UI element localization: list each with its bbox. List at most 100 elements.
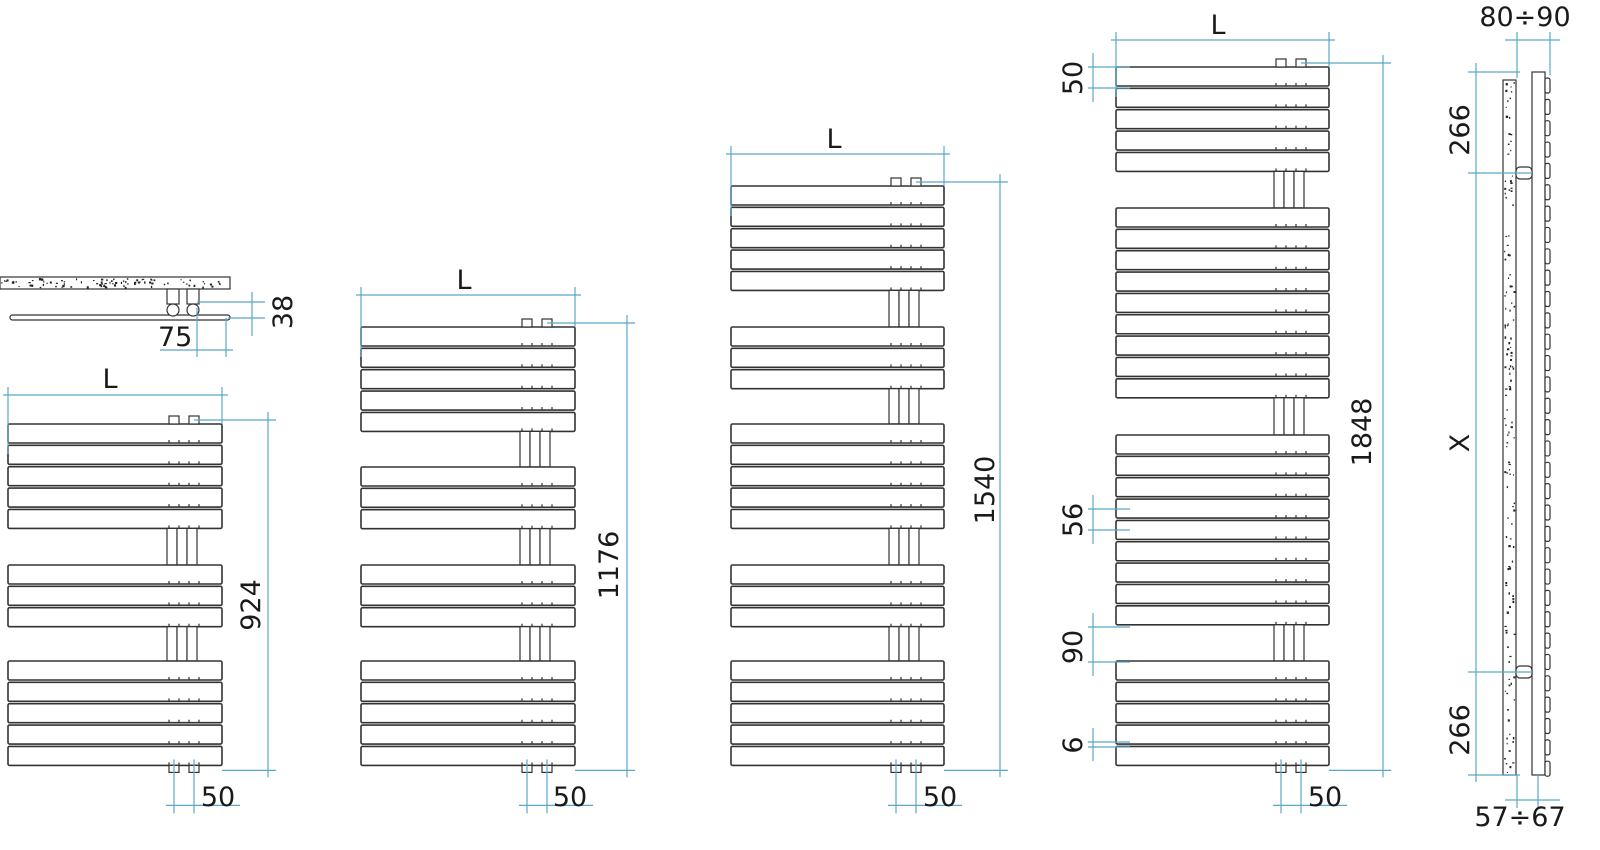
collector-pipe <box>1283 624 1295 662</box>
radiator-tube <box>730 206 945 228</box>
wall-speckle <box>150 278 152 281</box>
wall-speckle <box>55 285 57 288</box>
collector-pipe <box>908 289 920 328</box>
top-connector <box>168 415 180 425</box>
collector-pipe <box>888 527 900 566</box>
radiator-tube <box>730 724 945 745</box>
wall-speckle <box>150 285 153 288</box>
wall-speckle <box>1506 325 1509 327</box>
depth-label: 38 <box>268 295 299 329</box>
radiator-tube <box>7 702 223 724</box>
wall-speckle <box>49 281 52 284</box>
wall-speckle <box>1513 509 1516 512</box>
radiator-tube <box>1115 476 1330 498</box>
collector-pipe <box>166 626 178 662</box>
radiator-tube <box>1115 66 1330 87</box>
wall-speckle <box>122 280 125 282</box>
collector-pipe <box>529 626 541 662</box>
tube-profile <box>1544 77 1551 94</box>
wall-speckle <box>1506 611 1509 614</box>
wall-speckle <box>104 285 107 288</box>
wall-speckle <box>99 284 102 287</box>
wall-speckle <box>113 284 117 287</box>
r1-width-label: L <box>102 364 117 395</box>
wall-speckle <box>1511 421 1513 424</box>
wall-speckle <box>151 282 154 285</box>
collector-pipe <box>908 388 920 425</box>
wall-speckle <box>1512 600 1515 603</box>
wall-speckle <box>1506 692 1509 695</box>
wall-speckle <box>1507 646 1509 649</box>
radiator-tube <box>360 508 576 530</box>
wall-speckle <box>18 285 20 288</box>
wall-speckle <box>1512 598 1515 600</box>
wall-speckle <box>1509 285 1512 288</box>
collector-pipe <box>898 527 910 566</box>
wall-speckle <box>4 280 6 282</box>
tube-profile <box>1544 696 1551 713</box>
wall-speckle <box>1510 140 1512 142</box>
collector-pipe <box>1273 170 1285 209</box>
tube-profile <box>1544 290 1551 308</box>
wall-speckle <box>1509 538 1512 540</box>
wall-speckle <box>1507 323 1509 326</box>
wall-speckle <box>209 283 213 286</box>
radiator-tube <box>1115 207 1330 228</box>
wall-speckle <box>1507 254 1509 256</box>
r2-spacing-label: 50 <box>553 782 587 813</box>
wall-speckle <box>134 283 136 286</box>
collector-pipe <box>898 289 910 328</box>
r2-width-label: L <box>456 265 471 296</box>
wall-speckle <box>1504 366 1507 369</box>
wall-speckle <box>1504 250 1506 253</box>
wall-speckle <box>1507 567 1510 571</box>
collector-pipe <box>176 626 188 662</box>
tube-profile <box>1544 504 1551 521</box>
wall-speckle <box>1510 355 1513 357</box>
radiator-tube <box>360 660 576 681</box>
tube-profile <box>1544 333 1551 350</box>
collector-pipe <box>1293 397 1305 436</box>
tube-profile <box>1544 205 1551 222</box>
wall-speckle <box>63 283 65 286</box>
wall-speckle <box>1509 274 1511 276</box>
radiator-tube <box>730 423 945 444</box>
collector-pipe <box>1273 397 1285 436</box>
radiator-tube <box>1115 151 1330 173</box>
wall-speckle <box>1504 192 1506 195</box>
wall-speckle <box>189 279 191 282</box>
radiator-tube <box>360 702 576 724</box>
radiator-tube <box>1115 130 1330 151</box>
wall-speckle <box>1508 567 1512 570</box>
wall-speckle <box>1509 365 1512 368</box>
collector-pipe <box>529 430 541 468</box>
radiator-tube <box>360 606 576 628</box>
r4-tube-gap-label: 6 <box>1058 736 1089 753</box>
radiator-tube <box>730 347 945 369</box>
wall-speckle <box>1510 285 1513 288</box>
wall-speckle <box>1508 367 1510 371</box>
wall-speckle <box>1506 409 1508 411</box>
radiator-tube <box>1115 724 1330 745</box>
wall-speckle <box>144 281 146 284</box>
wall-speckle <box>1508 661 1511 663</box>
wall-speckle <box>104 282 107 285</box>
wall-speckle <box>96 282 99 285</box>
radiator-tube <box>360 326 576 347</box>
wall-speckle <box>219 283 221 285</box>
wall-speckle <box>1509 473 1511 476</box>
wall-speckle <box>1512 366 1514 368</box>
tube-profile <box>1544 568 1551 585</box>
wall-speckle <box>1505 115 1509 119</box>
tube-profile <box>1544 419 1551 436</box>
tube-profile <box>1544 760 1551 777</box>
wall-speckle <box>1510 190 1513 193</box>
wall-speckle <box>126 278 129 280</box>
wall-speckle <box>134 281 137 284</box>
top-connector <box>890 177 902 187</box>
radiator-tube <box>730 227 945 249</box>
wall-speckle <box>1506 742 1508 745</box>
radiator-tube <box>730 564 945 585</box>
radiator-tube <box>730 249 945 270</box>
wall-speckle <box>1505 388 1508 390</box>
